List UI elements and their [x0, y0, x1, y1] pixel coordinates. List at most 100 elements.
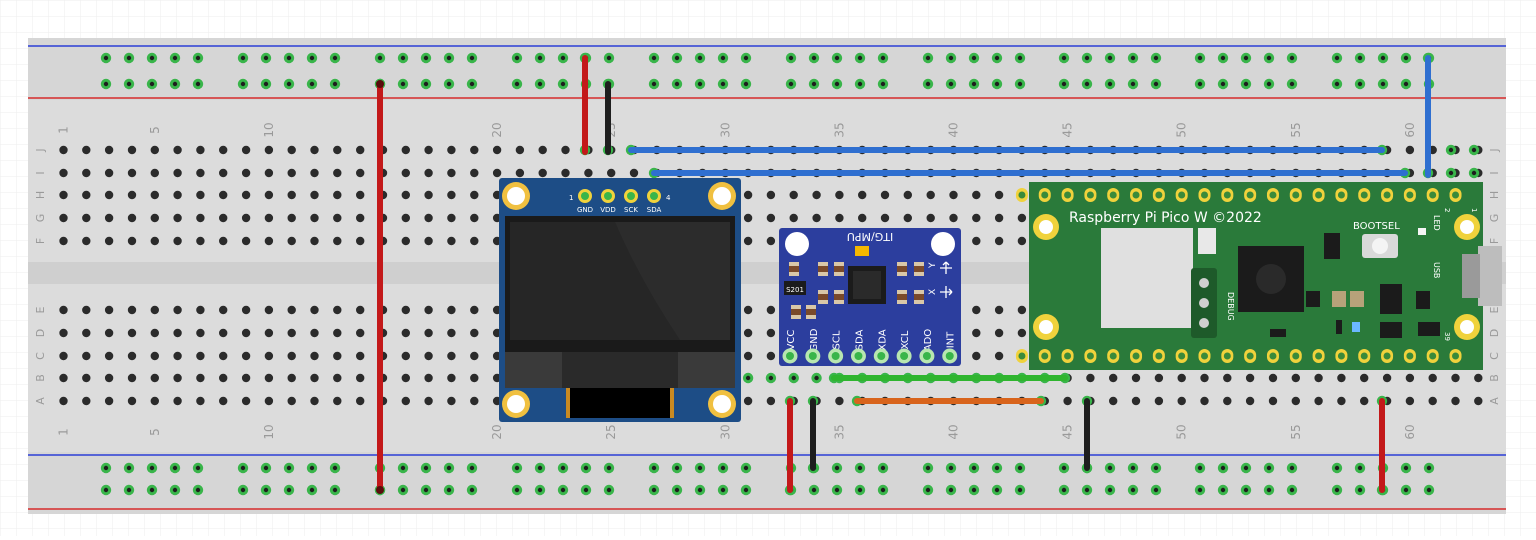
breadboard-hole [127, 236, 137, 246]
rail-hole-center [103, 465, 109, 471]
smd-resistor-body [897, 294, 907, 300]
rail-hole-center [263, 487, 269, 493]
axis-arrows-icon [940, 286, 953, 298]
oled-pin-center [604, 192, 612, 200]
breadboard-hole [1451, 396, 1460, 406]
pico-title: Raspberry Pi Pico W ©2022 [1069, 210, 1262, 226]
rail-hole-center [1017, 81, 1023, 87]
rail-hole-center [743, 487, 749, 493]
pico-pin-center [1132, 352, 1140, 360]
breadboard-hole [173, 305, 182, 315]
rail-hole-center [263, 465, 269, 471]
breadboard-hole [196, 168, 205, 178]
mpu-regulator [784, 281, 806, 295]
column-number: 5 [148, 428, 162, 436]
rail-hole-center [1243, 81, 1249, 87]
pico-pin-center [1383, 352, 1391, 360]
breadboard-hole [196, 190, 205, 200]
rail-hole-center [1243, 465, 1249, 471]
rail-hole-center [651, 465, 657, 471]
breadboard-hole [310, 396, 319, 406]
rail-hole-center [1334, 55, 1340, 61]
pico-pin-headers [1015, 188, 1462, 363]
breadboard-hole [401, 351, 410, 361]
breadboard-hole [1200, 373, 1209, 383]
rail-hole-center [1197, 81, 1203, 87]
pico-pin-center [1018, 191, 1026, 199]
rail-hole-center [1061, 487, 1067, 493]
breadboard-hole [424, 236, 433, 246]
rail-hole-center [674, 465, 680, 471]
rail-hole-center [811, 55, 817, 61]
rail-hole-center [195, 487, 201, 493]
breadboard-hole [104, 328, 114, 338]
wire-end [376, 80, 384, 88]
breadboard-hole [1405, 396, 1415, 406]
mpu-pin-center [831, 352, 840, 360]
breadboard-hole [241, 213, 251, 223]
usb-connector [1478, 246, 1502, 306]
breadboard-hole [1154, 373, 1164, 383]
breadboard-hole [82, 168, 91, 178]
breadboard-hole [104, 168, 114, 178]
rail-hole-center [469, 55, 475, 61]
rail-hole-center [583, 487, 589, 493]
row-letter: A [34, 397, 47, 405]
pico-pin-center [1041, 191, 1049, 199]
breadboard-hole [1131, 373, 1141, 383]
breadboard-hole [59, 351, 68, 361]
breadboard-hole [447, 213, 456, 223]
breadboard-hole [356, 396, 365, 406]
breadboard-hole [173, 190, 182, 200]
breadboard-hole [356, 190, 365, 200]
breadboard-hole [196, 236, 205, 246]
breadboard-hole [356, 328, 365, 338]
usb-connector-body [1462, 254, 1480, 298]
rail-hole-center [1153, 55, 1159, 61]
breadboard-hole [82, 328, 91, 338]
breadboard-hole [1017, 236, 1027, 246]
column-number: 10 [262, 122, 276, 137]
pico-pin-center [1406, 352, 1414, 360]
bootsel-button-cap[interactable] [1372, 238, 1388, 254]
rail-hole-center [720, 81, 726, 87]
rail-hole-center [948, 465, 954, 471]
rail-hole-center [1357, 55, 1363, 61]
breadboard-hole [1245, 396, 1255, 406]
breadboard-hole [287, 396, 296, 406]
oled-pin-index-last: 4 [666, 194, 671, 202]
breadboard-hole [59, 168, 68, 178]
rail-hole-center [1107, 465, 1113, 471]
rail-hole-center [309, 55, 315, 61]
breadboard-hole [219, 305, 228, 315]
smd-resistor-body [834, 294, 844, 300]
pico-pin-center [1064, 191, 1072, 199]
connected-hole-center [791, 375, 796, 381]
mpu-pin-center [808, 352, 817, 360]
rail-hole-center [126, 55, 132, 61]
rail-hole-center [834, 465, 840, 471]
breadboard-hole [82, 351, 91, 361]
breadboard-hole [972, 213, 981, 223]
breadboard-hole [356, 145, 365, 155]
rail-hole-center [446, 55, 452, 61]
pico-pin-center [1406, 191, 1414, 199]
breadboard-hole [196, 213, 205, 223]
breadboard-hole [82, 236, 91, 246]
breadboard-hole [104, 213, 114, 223]
row-letter: E [34, 306, 47, 313]
breadboard-hole [264, 236, 274, 246]
breadboard-hole [150, 351, 159, 361]
breadboard-hole [789, 190, 798, 200]
rail-hole-center [1220, 81, 1226, 87]
pico-inductor [1350, 291, 1364, 307]
row-letter: G [34, 214, 47, 223]
column-number: 45 [1061, 122, 1075, 137]
breadboard-hole [766, 190, 776, 200]
breadboard-hole [470, 236, 479, 246]
breadboard-hole [424, 373, 433, 383]
row-letter: B [34, 374, 47, 382]
breadboard-hole [173, 168, 182, 178]
rail-hole-center [1403, 55, 1409, 61]
